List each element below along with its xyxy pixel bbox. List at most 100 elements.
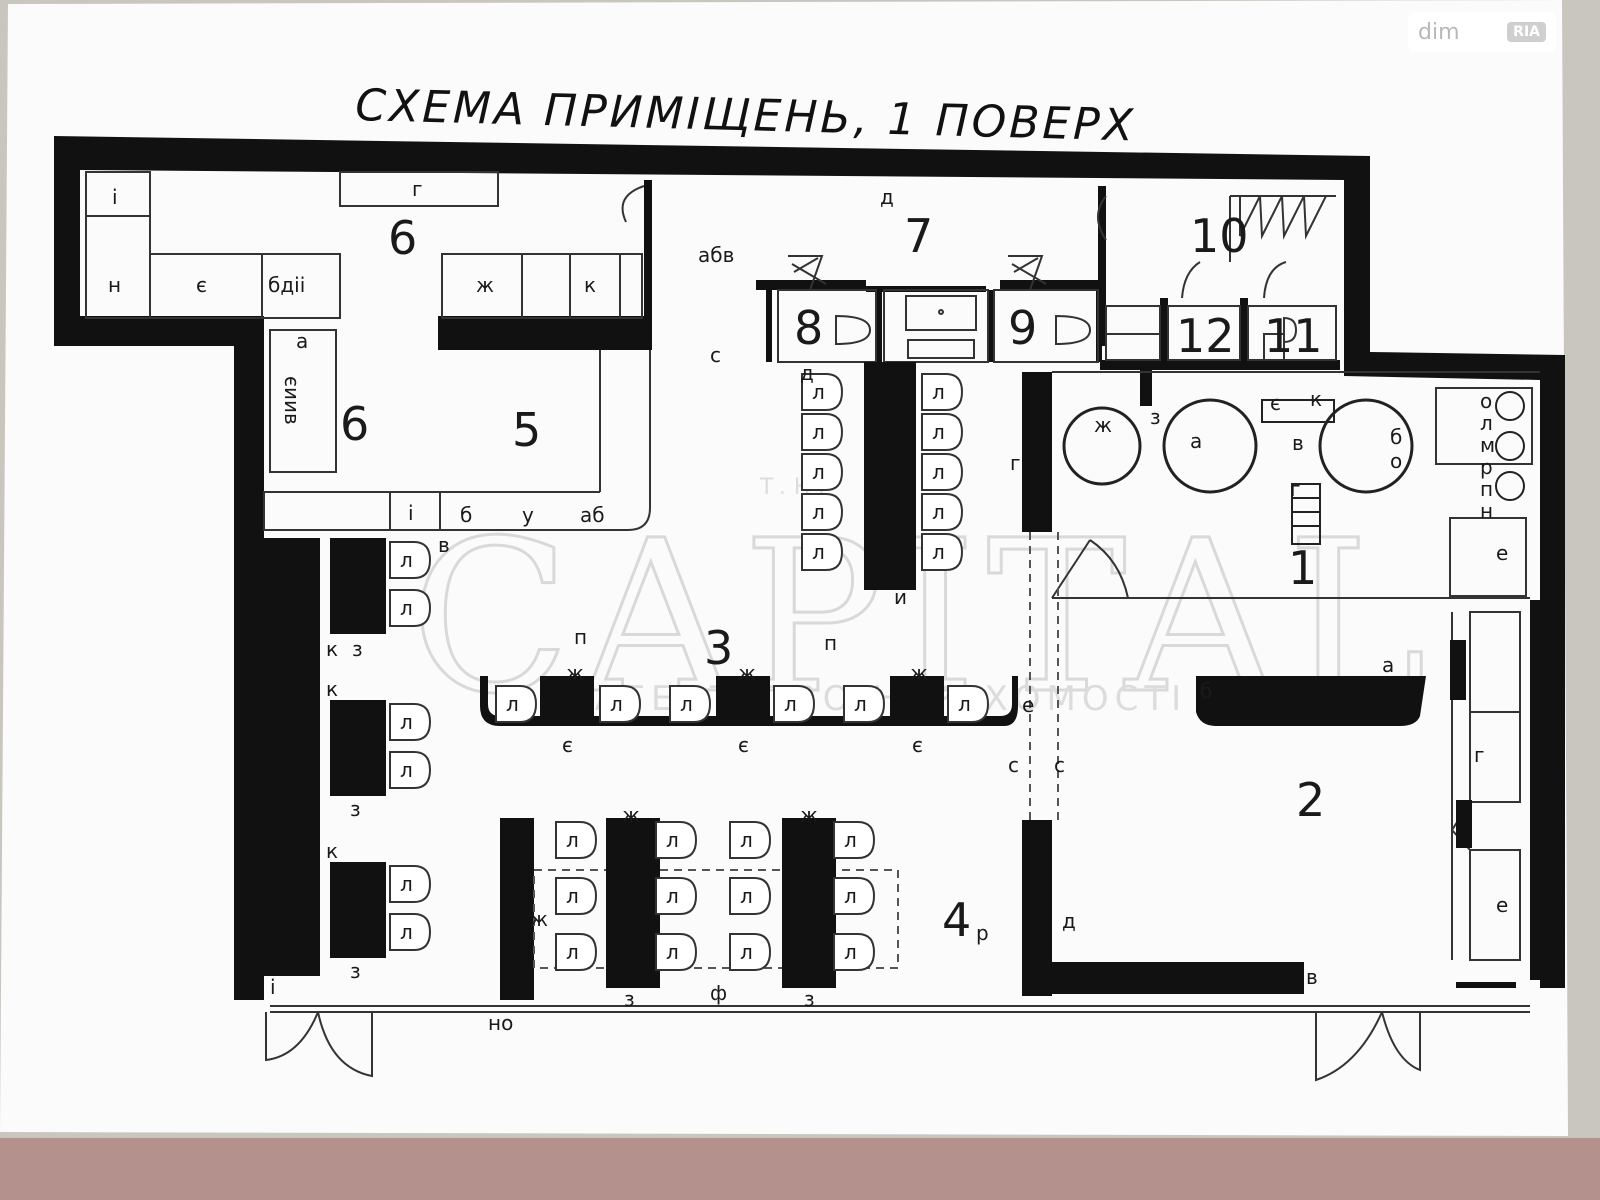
chair-label: л bbox=[566, 940, 579, 964]
chair-label: л bbox=[812, 500, 825, 524]
chair: л bbox=[389, 541, 432, 579]
label-no: но bbox=[488, 1011, 513, 1035]
label-e-right-top: е bbox=[1496, 541, 1508, 565]
label-l-side: л bbox=[1480, 411, 1493, 435]
label-v-bottom: в bbox=[1306, 965, 1318, 989]
chair-label: л bbox=[566, 884, 579, 908]
tables bbox=[330, 362, 1516, 988]
chair-label: л bbox=[932, 500, 945, 524]
chair: л bbox=[801, 453, 844, 491]
chair: л bbox=[801, 373, 844, 411]
label-y-table: и bbox=[894, 585, 907, 609]
label-z-tank: з bbox=[1150, 405, 1161, 429]
label-z-2: з bbox=[350, 797, 361, 821]
label-ye-bar-2: є bbox=[738, 733, 749, 757]
label-ye-bar-3: є bbox=[912, 733, 923, 757]
label-b-tank: б bbox=[1390, 425, 1402, 449]
chair: л bbox=[843, 685, 886, 723]
label-z-1: з bbox=[352, 637, 363, 661]
room-3-number: 3 bbox=[704, 621, 733, 675]
chair: л bbox=[833, 933, 876, 971]
label-zh-top: ж bbox=[476, 273, 494, 297]
chair-label: л bbox=[506, 692, 519, 716]
label-d-top: д bbox=[880, 185, 894, 209]
label-d-mid: д bbox=[800, 361, 814, 385]
label-a-counter: а bbox=[1382, 653, 1394, 677]
chair: л bbox=[599, 685, 642, 723]
label-zh-bar-2: ж bbox=[738, 661, 756, 685]
chair: л bbox=[921, 453, 964, 491]
doors bbox=[265, 185, 1471, 1082]
chair: л bbox=[555, 821, 598, 859]
label-yeiiv: єиив bbox=[280, 376, 304, 425]
chair-label: л bbox=[680, 692, 693, 716]
chair-label: л bbox=[844, 884, 857, 908]
room-9-number: 9 bbox=[1008, 301, 1037, 355]
chair-label: л bbox=[400, 758, 413, 782]
chair-label: л bbox=[812, 540, 825, 564]
interior-lines bbox=[85, 171, 1540, 1013]
label-i-mid: і bbox=[408, 501, 414, 525]
chair-label: л bbox=[666, 828, 679, 852]
chair-label: л bbox=[932, 420, 945, 444]
chair: л bbox=[833, 877, 876, 915]
chair-label: л bbox=[610, 692, 623, 716]
label-k-tank: к bbox=[1310, 387, 1322, 411]
chair: л bbox=[389, 913, 432, 951]
chair-label: л bbox=[400, 920, 413, 944]
label-a-tank: а bbox=[1190, 429, 1202, 453]
chair-label: л bbox=[740, 828, 753, 852]
label-zh-tank: ж bbox=[1094, 413, 1112, 437]
watermark-site: dim bbox=[1418, 19, 1460, 45]
watermark-badge: RIA bbox=[1507, 22, 1546, 42]
room-12-number: 12 bbox=[1176, 309, 1235, 363]
label-b-counter: б bbox=[1200, 679, 1212, 703]
label-n: н bbox=[108, 273, 121, 297]
label-o-side: о bbox=[1480, 389, 1492, 413]
chair: л bbox=[801, 413, 844, 451]
label-p-left: п bbox=[574, 625, 587, 649]
label-v-mid: в bbox=[438, 533, 450, 557]
chair: л bbox=[729, 821, 772, 859]
chair: л bbox=[833, 821, 876, 859]
label-e-right-bottom: е bbox=[1496, 893, 1508, 917]
chair: л bbox=[921, 413, 964, 451]
label-k-3: к bbox=[326, 839, 338, 863]
room-4-number: 4 bbox=[942, 893, 971, 947]
chair: л bbox=[669, 685, 712, 723]
label-a-col: а bbox=[296, 329, 308, 353]
room-6-lower-number: 6 bbox=[340, 397, 369, 451]
chair-label: л bbox=[784, 692, 797, 716]
chair: л bbox=[801, 533, 844, 571]
label-s-right: с bbox=[1054, 753, 1065, 777]
chair-label: л bbox=[844, 828, 857, 852]
chair: л bbox=[389, 751, 432, 789]
chair-label: л bbox=[666, 884, 679, 908]
room-4-suffix: р bbox=[976, 921, 989, 945]
label-s-left: с bbox=[1008, 753, 1019, 777]
chair-label: л bbox=[932, 540, 945, 564]
chair: л bbox=[801, 493, 844, 531]
chair-label: л bbox=[400, 872, 413, 896]
chair-label: л bbox=[812, 380, 825, 404]
brewing-tanks bbox=[1062, 391, 1525, 545]
dashed-partitions bbox=[533, 532, 1059, 969]
label-zh-low-1: ж bbox=[622, 803, 640, 827]
room-10-number: 10 bbox=[1190, 209, 1249, 263]
label-g-tank: г bbox=[1290, 477, 1301, 501]
label-g-mid: г bbox=[1010, 451, 1021, 475]
label-v-tank: в bbox=[1292, 431, 1304, 455]
chair: л bbox=[389, 703, 432, 741]
label-o-tank: о bbox=[1390, 449, 1402, 473]
chair-label: л bbox=[740, 884, 753, 908]
label-g-right: г bbox=[1474, 743, 1485, 767]
label-u-bua: у bbox=[522, 503, 534, 527]
chair: л bbox=[389, 589, 432, 627]
paper-background bbox=[0, 0, 1568, 1136]
chair: л bbox=[655, 821, 698, 859]
label-zh-low-3: ж bbox=[530, 907, 548, 931]
label-e-mid: е bbox=[1022, 693, 1034, 717]
room-11-number: 11 bbox=[1264, 309, 1323, 363]
